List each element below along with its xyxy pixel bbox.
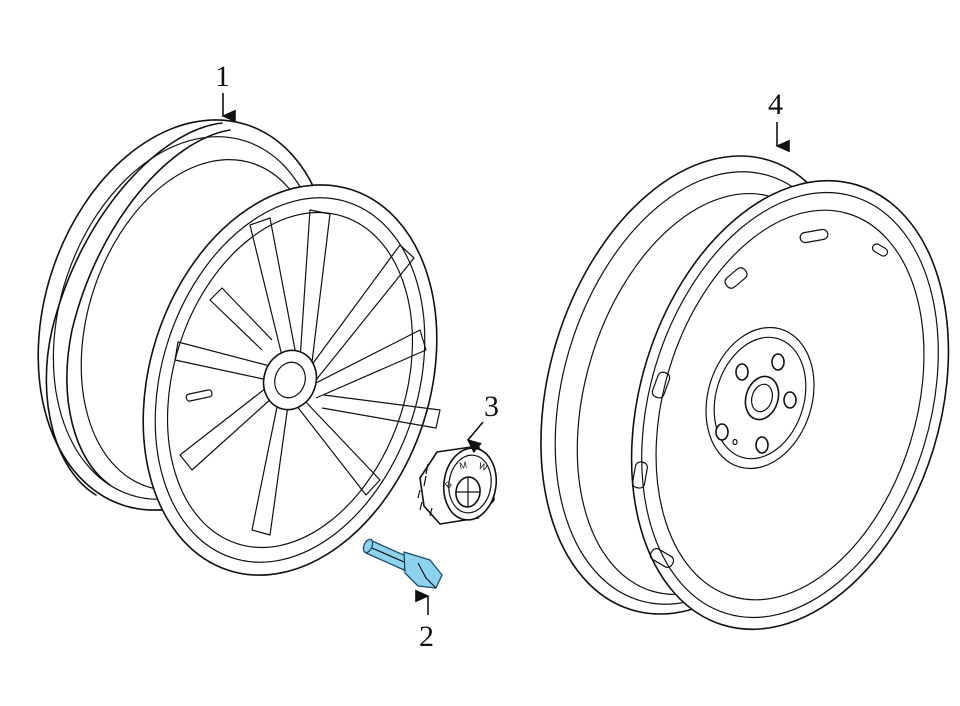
cap-logo-letter-b: B [443,479,454,491]
alloy-wheel [37,119,441,576]
callout-4: 4 [768,88,790,153]
callout-3-arrow [466,421,484,454]
callout-4-label: 4 [768,88,783,121]
center-cap: B M W [417,445,498,525]
callout-1-label: 1 [215,60,230,93]
callout-2: 2 [415,589,434,653]
callout-1: 1 [215,60,236,123]
callout-3-label: 3 [484,390,499,423]
callout-3: 3 [466,390,499,454]
spare-wheel [540,155,950,631]
cap-logo-letter-w: W [477,460,489,472]
wheel-bolt [362,538,443,589]
cap-logo-letter-m: M [459,460,468,471]
callout-2-label: 2 [419,620,434,653]
